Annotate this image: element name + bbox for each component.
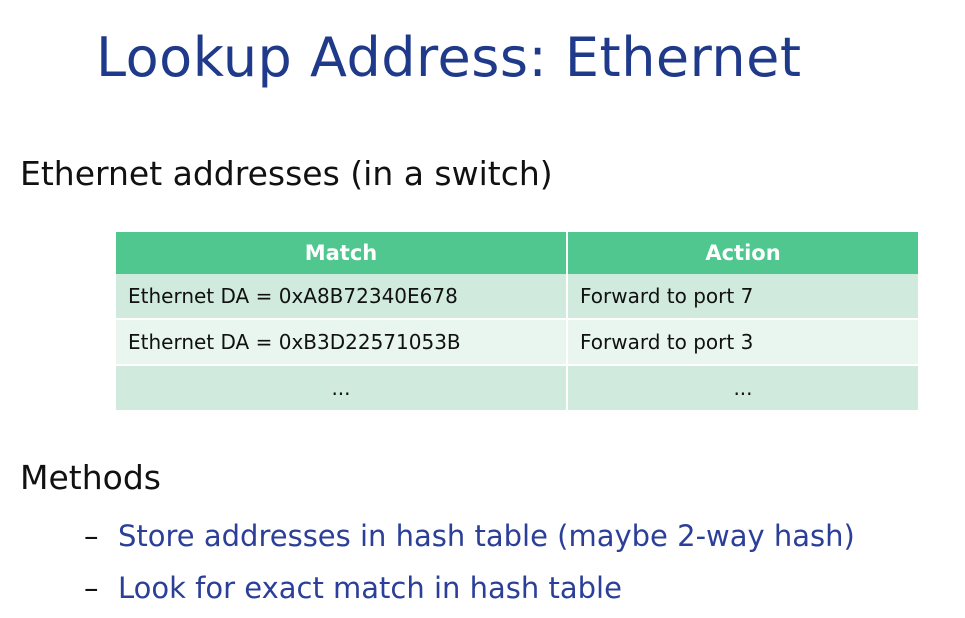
list-item: –Store addresses in hash table (maybe 2-… (84, 510, 855, 562)
action-cell: Forward to port 7 (567, 274, 918, 320)
bullet-text: Store addresses in hash table (maybe 2-w… (118, 519, 855, 553)
table-row: ... ... (116, 365, 918, 412)
column-header-match: Match (116, 232, 568, 274)
match-cell: Ethernet DA = 0xA8B72340E678 (116, 274, 568, 320)
slide-title: Lookup Address: Ethernet (96, 26, 802, 89)
table-row: Ethernet DA = 0xA8B72340E678 Forward to … (116, 274, 918, 320)
table-row: Ethernet DA = 0xB3D22571053B Forward to … (116, 319, 918, 366)
match-action-table: Match Action Ethernet DA = 0xA8B72340E67… (116, 232, 918, 412)
section-heading-ethernet-addresses: Ethernet addresses (in a switch) (20, 154, 553, 193)
match-action-table-container: Match Action Ethernet DA = 0xA8B72340E67… (116, 232, 918, 412)
table-header-row: Match Action (116, 232, 918, 274)
action-cell: Forward to port 3 (567, 319, 918, 366)
bullet-text: Look for exact match in hash table (118, 571, 622, 605)
match-cell-ellipsis: ... (116, 365, 568, 412)
methods-list: –Store addresses in hash table (maybe 2-… (84, 510, 855, 614)
dash-bullet-icon: – (84, 571, 99, 605)
column-header-action: Action (567, 232, 918, 274)
section-heading-methods: Methods (20, 458, 161, 497)
match-cell: Ethernet DA = 0xB3D22571053B (116, 319, 568, 366)
dash-bullet-icon: – (84, 519, 99, 553)
list-item: –Look for exact match in hash table (84, 562, 855, 614)
action-cell-ellipsis: ... (567, 365, 918, 412)
